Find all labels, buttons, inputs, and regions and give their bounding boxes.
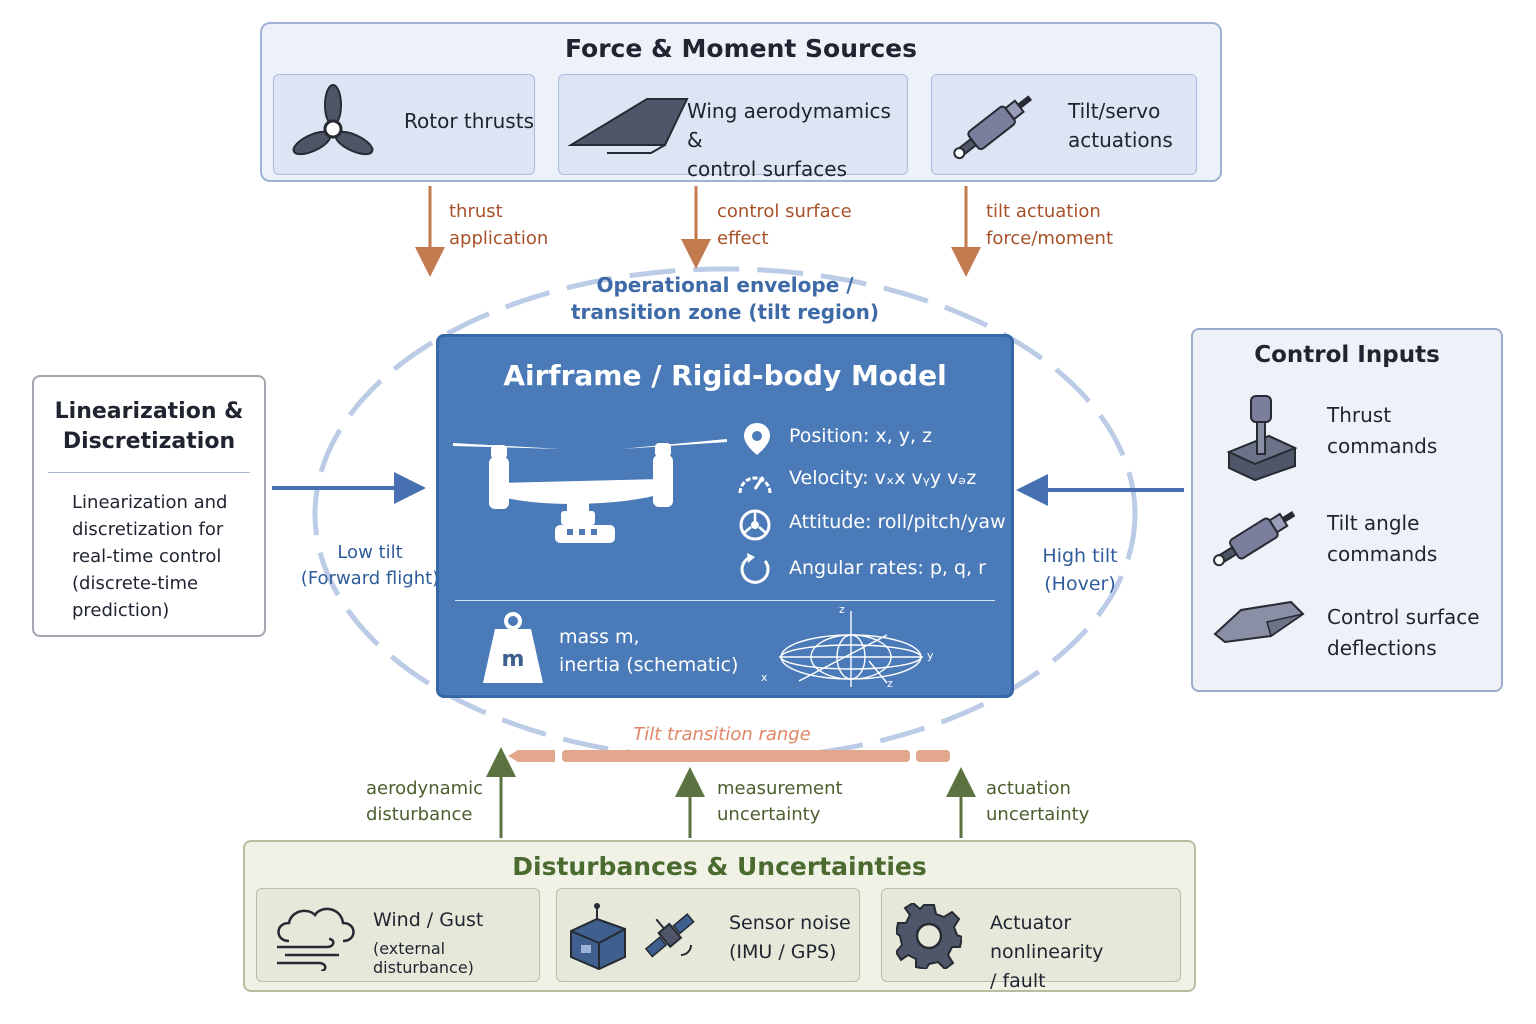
control-surface-icon [1213, 600, 1305, 644]
model-separator [455, 600, 995, 601]
control-surface-arrow-label: control surface effect [717, 201, 852, 249]
aero-disturbance-label: aerodynamic disturbance [366, 778, 484, 825]
tilt-angle-commands-label: Tilt angle commands [1327, 511, 1438, 566]
tilt-actuation-arrow-label: tilt actuation force/moment [986, 201, 1114, 249]
mass-inertia-label: mass m, inertia (schematic) [559, 626, 739, 676]
attitude-icon [739, 509, 771, 541]
wing-aero-label: Wing aerodymamics & control surfaces [687, 99, 891, 181]
axis-x: x [761, 671, 768, 684]
axis-z-top: z [839, 603, 845, 616]
satellite-icon [644, 913, 695, 958]
inertia-ellipsoid-icon [779, 611, 923, 687]
thrust-commands-label: Thrust commands [1327, 403, 1438, 458]
wing-icon [567, 98, 689, 154]
speedometer-icon [738, 476, 772, 494]
control-inputs-title: Control Inputs [1254, 342, 1440, 368]
position-state: Position: x, y, z [789, 425, 933, 447]
tilt-range-label: Tilt transition range [633, 724, 811, 745]
actuator-fault-label: Actuator nonlinearity / fault [990, 912, 1104, 992]
measurement-uncertainty-label: measurement uncertainty [717, 778, 843, 825]
wind-gust-sublabel: (external disturbance) [373, 939, 474, 977]
attitude-state: Attitude: roll/pitch/yaw [789, 511, 1006, 533]
axis-z-bottom: z [887, 677, 893, 690]
low-tilt-label: Low tilt (Forward flight) [300, 542, 440, 589]
rigid-body-model: Airframe / Rigid-body Model Position: x,… [436, 334, 1014, 698]
rotor-thrust-label: Rotor thrusts [404, 109, 534, 133]
force-panel-title: Force & Moment Sources [564, 34, 918, 63]
actuator-fault-card: Actuator nonlinearity / fault [881, 888, 1181, 992]
mass-symbol: m [501, 647, 525, 672]
linearization-box: Linearization & Discretization Lineariza… [32, 375, 266, 637]
angular-rate-state: Angular rates: p, q, r [789, 557, 986, 579]
tiltrotor-aircraft-icon [453, 439, 727, 543]
tilt-servo-card: Tilt/servo actuations [931, 74, 1197, 175]
weight-icon [483, 612, 543, 683]
wind-gust-card: Wind / Gust (external disturbance) [256, 888, 540, 982]
envelope-title: Operational envelope / transition zone (… [570, 273, 880, 324]
tilt-range-bar [508, 750, 950, 762]
linearization-body: Linearization and discretization for rea… [72, 492, 228, 621]
wing-aero-card: Wing aerodymamics & control surfaces [558, 74, 908, 181]
actuation-uncertainty-label: actuation uncertainty [986, 778, 1090, 825]
sensor-noise-card: Sensor noise (IMU / GPS) [556, 888, 860, 982]
linearization-title: Linearization & Discretization [54, 399, 244, 454]
force-moment-panel: Force & Moment Sources Rotor thrusts Win… [260, 22, 1222, 182]
throttle-lever-icon [1226, 395, 1298, 482]
sensor-noise-label: Sensor noise (IMU / GPS) [729, 912, 851, 963]
thrust-arrow-label: thrust application [449, 201, 549, 249]
servo-actuator-icon [953, 95, 1033, 160]
velocity-state: Velocity: vₓx vᵧy vₔz [789, 467, 977, 489]
wind-cloud-icon [277, 907, 355, 971]
disturbances-panel: Disturbances & Uncertainties Wind / Gust… [243, 840, 1196, 992]
location-pin-icon [744, 423, 770, 455]
imu-sensor-icon [570, 903, 626, 971]
rotation-icon [740, 553, 770, 584]
model-title: Airframe / Rigid-body Model [503, 359, 947, 392]
rotor-thrust-card: Rotor thrusts [273, 74, 535, 175]
axis-y: y [927, 649, 934, 662]
control-surface-deflections-label: Control surface deflections [1327, 605, 1480, 660]
high-tilt-label: High tilt (Hover) [1042, 545, 1118, 595]
linearization-separator [48, 472, 250, 473]
disturbances-title: Disturbances & Uncertainties [512, 852, 927, 881]
propeller-icon [292, 84, 374, 156]
gear-icon [896, 903, 962, 969]
wind-gust-label: Wind / Gust [373, 909, 484, 931]
tilt-servo-label: Tilt/servo actuations [1068, 99, 1173, 152]
tilt-actuator-icon [1213, 511, 1296, 567]
control-inputs-panel: Control Inputs Thrust commands Tilt angl… [1191, 328, 1503, 692]
